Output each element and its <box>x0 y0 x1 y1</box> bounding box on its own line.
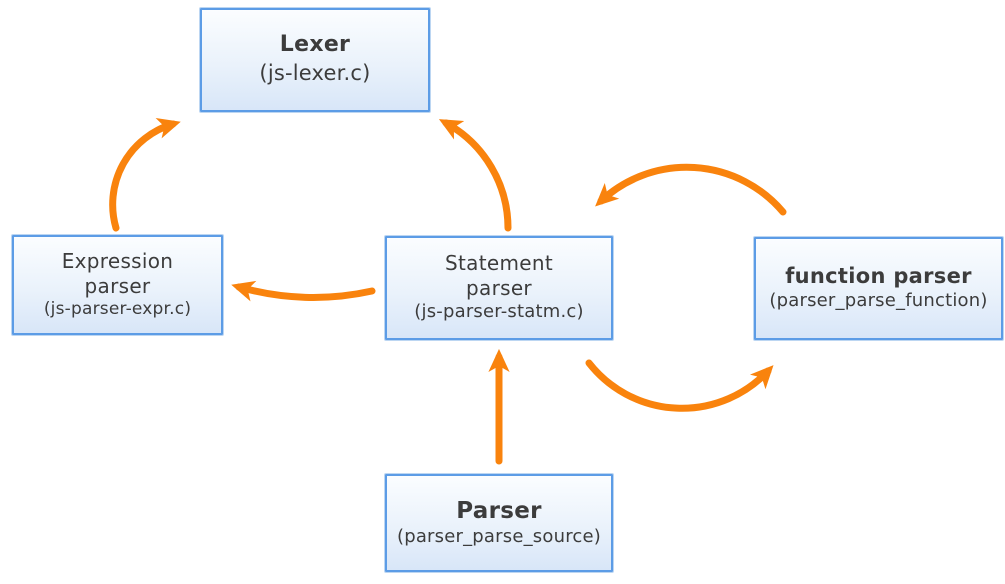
node-parser-title: Parser <box>456 497 542 524</box>
node-function-parser-subtitle: (parser_parse_function) <box>769 290 988 312</box>
arrow-function-parser-to-statement-parser <box>595 163 787 216</box>
node-lexer-title: Lexer <box>279 32 351 58</box>
arrow-statement-parser-to-expression-parser <box>231 280 376 302</box>
arrow-statement-parser-to-function-parser <box>585 359 774 412</box>
node-function-parser: function parser (parser_parse_function) <box>754 237 1003 340</box>
node-function-parser-title: function parser <box>785 263 972 288</box>
arrow-statement-parser-to-lexer <box>438 119 512 232</box>
node-parser: Parser (parser_parse_source) <box>385 474 613 572</box>
node-lexer-subtitle: (js-lexer.c) <box>259 61 371 86</box>
arrow-expression-parser-to-lexer <box>109 118 181 232</box>
node-expression-parser-subtitle: (js-parser-expr.c) <box>43 298 192 319</box>
node-lexer: Lexer (js-lexer.c) <box>200 8 430 112</box>
node-expression-parser: Expression parser (js-parser-expr.c) <box>12 235 223 335</box>
node-statement-parser-subtitle: (js-parser-statm.c) <box>414 301 584 323</box>
node-expression-parser-title: Expression parser <box>61 249 174 298</box>
node-statement-parser: Statement parser (js-parser-statm.c) <box>385 236 613 340</box>
node-parser-subtitle: (parser_parse_source) <box>396 525 602 547</box>
node-statement-parser-title: Statement parser <box>445 251 553 300</box>
